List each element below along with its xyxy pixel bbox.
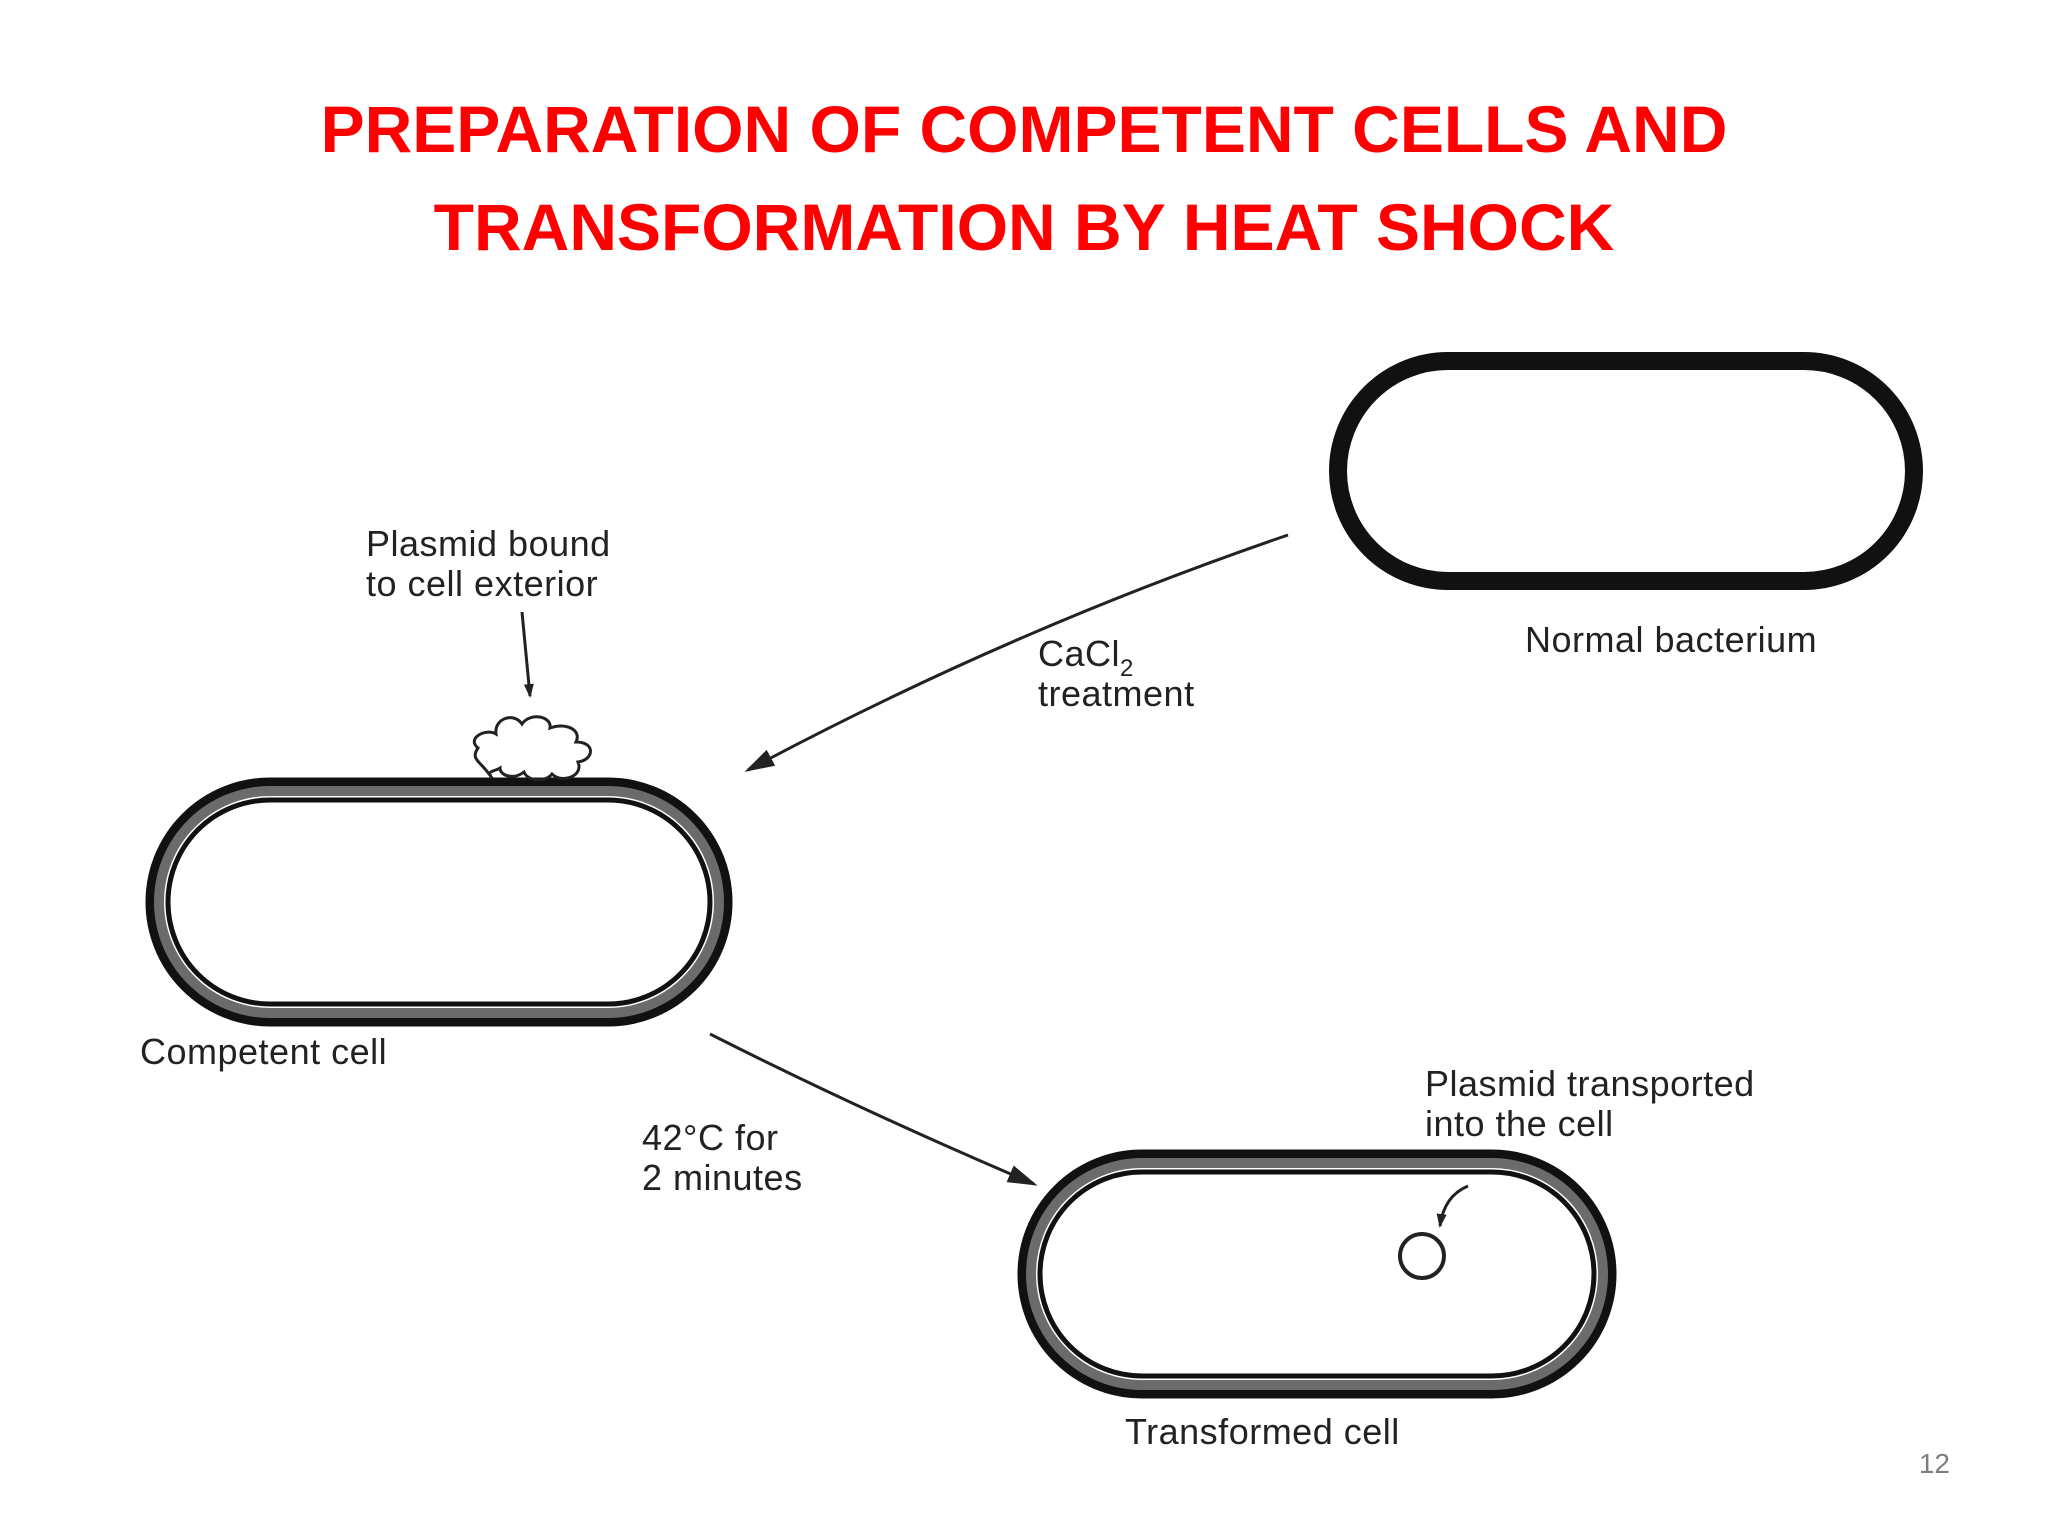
cacl2-subscript: 2 [1120,655,1134,682]
normal-bacterium-cell [1329,352,1923,590]
cacl2-label: CaCl2 [1038,633,1134,682]
cacl2-arrow [744,533,1289,772]
transformed-cell: Transformed cell [1017,1149,1617,1452]
normal-bacterium-label: Normal bacterium [1525,619,1817,660]
plasmid-transported-label-line-2: into the cell [1425,1103,1614,1144]
transformed-cell-inner-wall [1037,1169,1597,1379]
title-line-1: PREPARATION OF COMPETENT CELLS AND [320,92,1728,166]
slide-number: 12 [1918,1448,1950,1479]
cacl2-formula: CaCl [1038,633,1120,674]
cacl2-treatment-step: CaCl2 treatment [744,533,1289,772]
plasmid-transported-label-line-1: Plasmid transported [1425,1063,1755,1104]
plasmid-bound-annotation: Plasmid bound to cell exterior [366,523,611,698]
transformed-cell-membrane-fill [1026,1158,1608,1390]
heat-shock-label-line-1: 42°C for [642,1117,778,1158]
competent-cell-label: Competent cell [140,1031,387,1072]
plasmid-bound-label-line-2: to cell exterior [366,563,598,604]
internal-plasmid-icon [1398,1232,1446,1280]
plasmid-bound-pointer [520,611,534,698]
slide-title: PREPARATION OF COMPETENT CELLS AND TRANS… [0,80,2048,276]
heat-shock-step: 42°C for 2 minutes [642,1032,1038,1198]
plasmid-bound-label-line-1: Plasmid bound [366,523,611,564]
competent-cell-inner-wall [165,797,713,1007]
transformed-cell-outer-wall [1017,1149,1617,1399]
competent-cell: Competent cell [140,715,733,1072]
heat-shock-label-line-2: 2 minutes [642,1157,803,1198]
transformed-cell-label: Transformed cell [1125,1411,1400,1452]
title-line-2: TRANSFORMATION BY HEAT SHOCK [433,190,1615,264]
competent-cell-outer-wall [145,777,733,1027]
bound-plasmid-icon [472,715,592,782]
heat-shock-arrow [709,1032,1038,1186]
plasmid-transported-pointer [1436,1184,1469,1228]
normal-bacterium: Normal bacterium [1329,352,1923,660]
plasmid-transported-annotation: Plasmid transported into the cell [1425,1063,1755,1228]
treatment-label: treatment [1038,673,1195,714]
competent-cell-membrane-fill [154,786,724,1018]
